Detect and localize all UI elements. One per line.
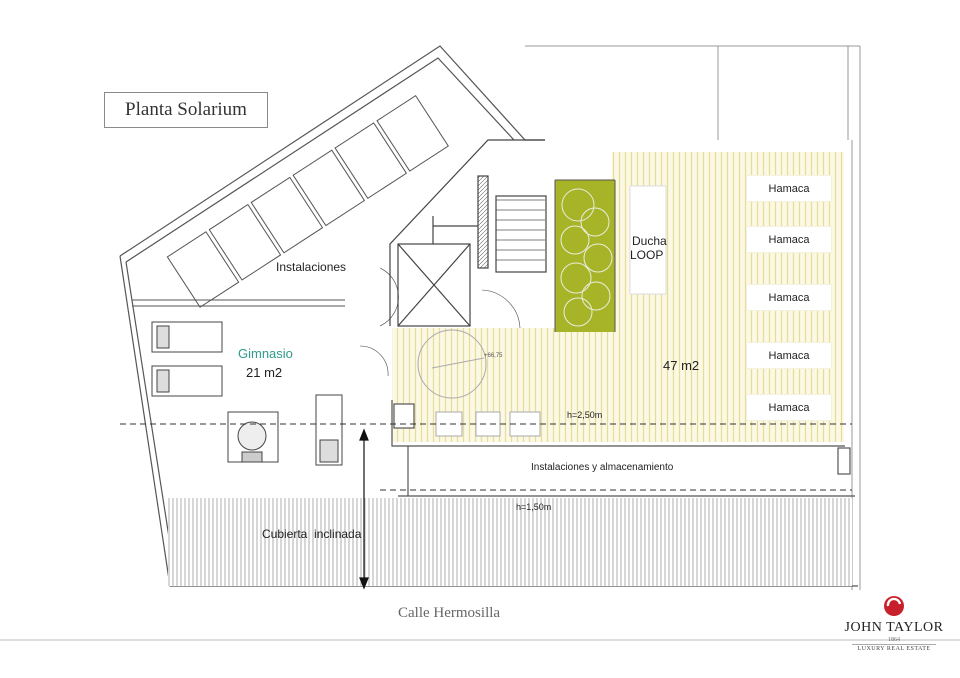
hamaca-1: Hamaca (746, 175, 832, 202)
roof-label: Cubierta inclinada (262, 527, 362, 541)
height-250: h=2,50m (567, 410, 603, 420)
height-150: h=1,50m (516, 502, 552, 512)
dashed-lines (120, 423, 852, 491)
brand-mark-icon (884, 596, 904, 616)
ducha-label: Ducha (632, 234, 667, 248)
hamaca-5: Hamaca (746, 394, 832, 421)
shower-tray (629, 185, 667, 295)
loop-label: LOOP (630, 248, 664, 262)
instalaciones-label: Instalaciones (276, 260, 347, 274)
hamaca-3: Hamaca (746, 284, 832, 311)
sloped-roof (168, 498, 852, 586)
brand-logo: JOHN TAYLOR 1864 LUXURY REAL ESTATE (844, 594, 944, 660)
gimnasio-name: Gimnasio (238, 346, 293, 361)
brand-year: 1864 (888, 637, 900, 643)
height-arrow (359, 428, 369, 590)
solar-panels (132, 95, 449, 308)
hamaca-2: Hamaca (746, 226, 832, 253)
brand-name: JOHN TAYLOR (844, 620, 944, 635)
level-mark: +66,75 (484, 353, 503, 359)
storage-label: Instalaciones y almacenamiento (531, 462, 674, 473)
terrace-furniture (417, 329, 541, 437)
walls (391, 400, 855, 497)
core (359, 139, 547, 377)
terrace-area: 47 m2 (663, 358, 700, 373)
gimnasio-area: 21 m2 (246, 365, 283, 380)
hamaca-4: Hamaca (746, 342, 832, 369)
brand-tagline: LUXURY REAL ESTATE (852, 644, 936, 652)
plan-title: Planta Solarium (104, 92, 268, 128)
gym-equipment (151, 321, 343, 466)
street-label: Calle Hermosilla (398, 605, 501, 621)
